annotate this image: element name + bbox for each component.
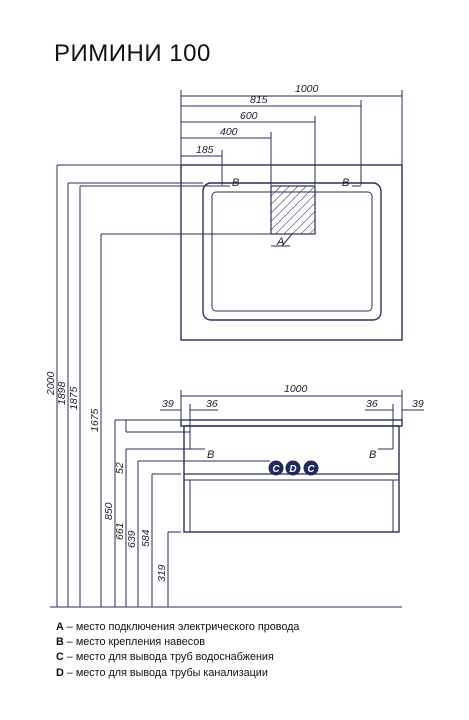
- cabinet-dim-1000: 1000: [284, 383, 308, 395]
- marker-d-label: D: [289, 464, 296, 475]
- height-label-639: 639: [126, 530, 138, 548]
- cabinet-dim-39-right: 39: [412, 398, 424, 410]
- height-label-1675: 1675: [89, 408, 101, 432]
- height-label-850: 850: [103, 502, 115, 520]
- marker-c-left: [268, 460, 284, 476]
- legend-row-d: D – место для вывода трубы канализации: [56, 666, 299, 681]
- cabinet-dim-36-left: 36: [206, 398, 218, 410]
- socket-a-hatched: [270, 185, 316, 235]
- legend-row-b: B – место крепления навесов: [56, 635, 299, 650]
- legend-text-b: – место крепления навесов: [63, 636, 206, 649]
- mirror-dim-1000: 1000: [295, 83, 319, 95]
- mirror-label-b-right: B: [342, 177, 349, 189]
- legend-key-d: D: [56, 666, 64, 679]
- mirror-inner-frame: [202, 182, 382, 321]
- height-label-1875: 1875: [68, 386, 80, 410]
- legend-text-c: – место для вывода труб водоснабжения: [63, 651, 274, 664]
- page-title: РИМИНИ 100: [54, 40, 211, 67]
- legend-key-b: B: [56, 636, 64, 649]
- mirror-dim-815: 815: [250, 94, 268, 106]
- cabinet-top: [180, 419, 403, 427]
- legend-text-a: – место подключения электрического прово…: [63, 621, 300, 633]
- cabinet-label-b-right: B: [369, 449, 376, 461]
- cabinet-dim-39-left: 39: [162, 398, 174, 410]
- cabinet-body: [183, 425, 400, 533]
- cabinet-label-b-left: B: [207, 449, 214, 461]
- cabinet-dim-36-right: 36: [366, 398, 378, 410]
- legend-row-a: A – место подключения электрического про…: [56, 620, 299, 635]
- marker-c-left-label: C: [272, 464, 280, 475]
- marker-d: [285, 460, 301, 476]
- height-label-52: 52: [114, 462, 126, 474]
- marker-c-right-label: C: [307, 464, 315, 475]
- height-label-584: 584: [140, 529, 152, 547]
- height-label-2000: 2000: [45, 371, 57, 396]
- legend-row-c: C – место для вывода труб водоснабжения: [56, 650, 299, 665]
- legend-text-d: – место для вывода трубы канализации: [63, 666, 268, 679]
- height-label-319: 319: [156, 564, 168, 582]
- mirror-dim-400: 400: [220, 126, 238, 138]
- legend-key-a: A: [56, 621, 64, 633]
- mirror-dim-185: 185: [196, 144, 214, 156]
- height-label-1898: 1898: [56, 381, 68, 405]
- mirror-label-b-left: B: [232, 177, 239, 189]
- mirror-outer-frame: [180, 164, 403, 341]
- legend-key-c: C: [56, 651, 64, 664]
- mirror-label-a: A: [276, 236, 284, 248]
- mirror-dim-600: 600: [240, 110, 258, 122]
- height-label-661: 661: [114, 522, 126, 540]
- marker-c-right: [303, 460, 319, 476]
- legend: A – место подключения электрического про…: [56, 620, 299, 681]
